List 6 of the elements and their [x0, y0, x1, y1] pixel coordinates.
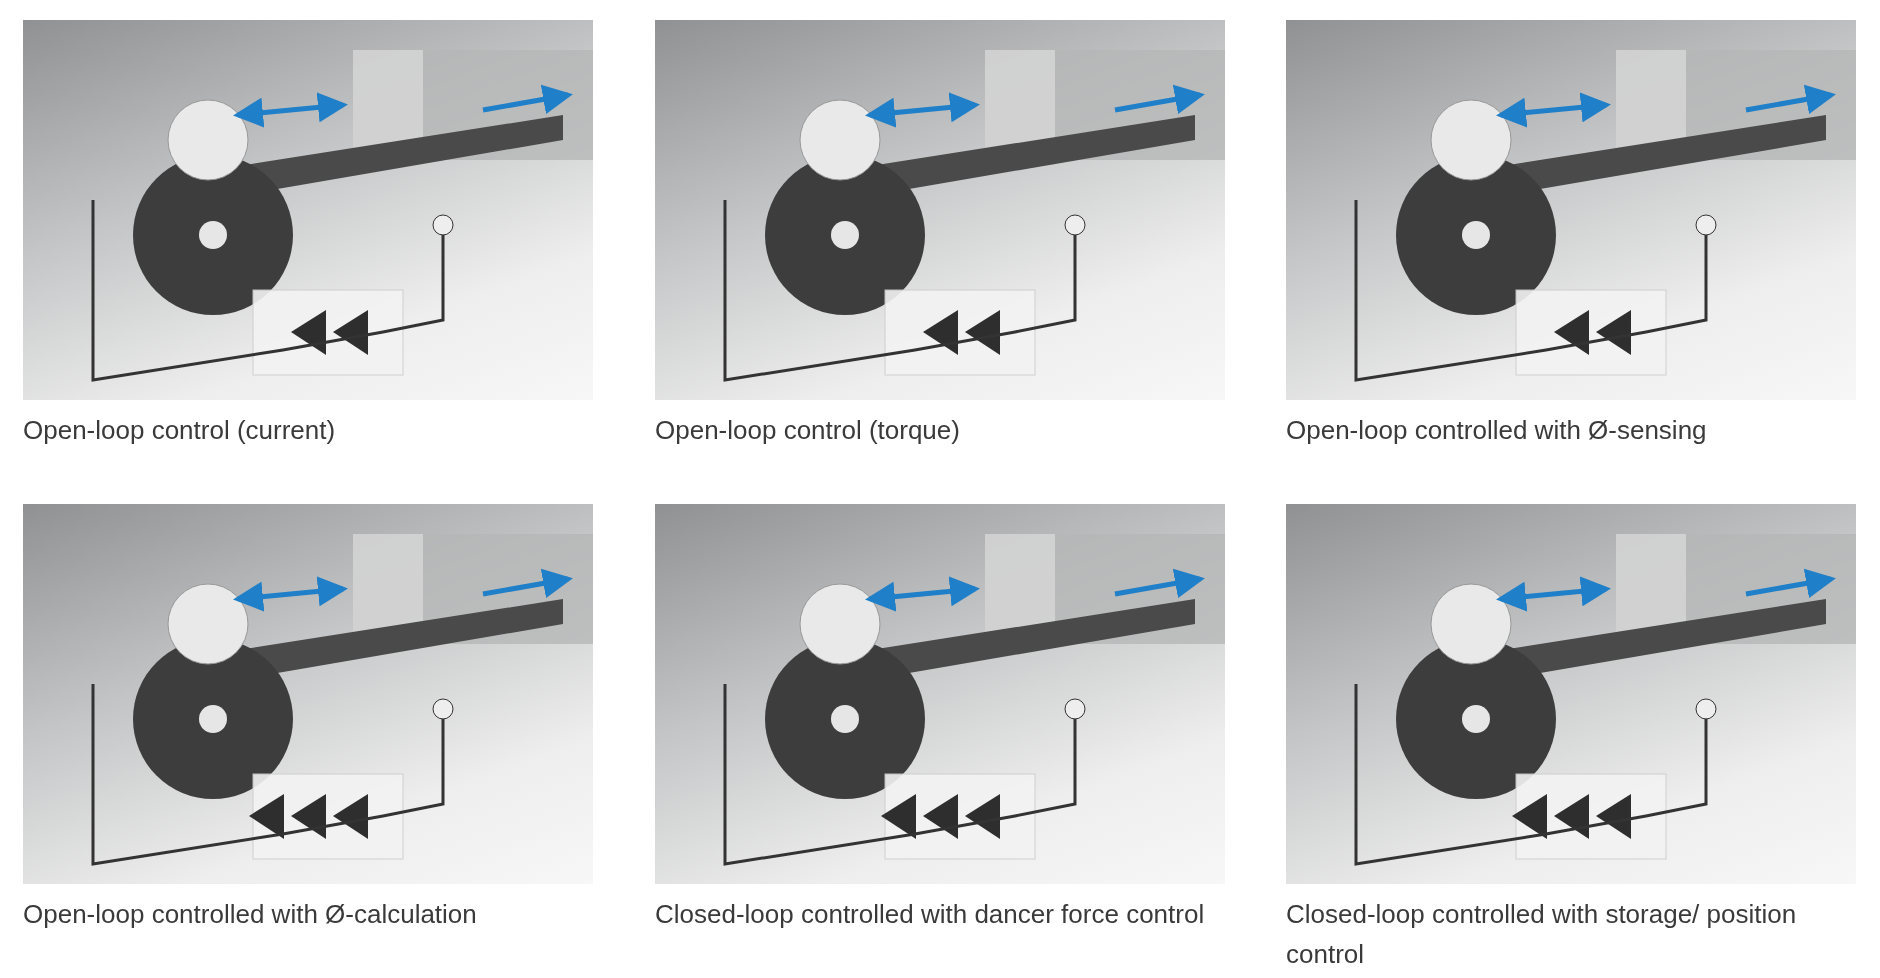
- caption: Closed-loop controlled with storage/ position control: [1286, 898, 1798, 971]
- caption: Open-loop controlled with Ø-calculation: [23, 898, 478, 931]
- caption: Open-loop controlled with Ø-sensing: [1286, 414, 1708, 447]
- caption: Open-loop control (torque): [655, 414, 961, 447]
- caption: Closed-loop controlled with dancer force control: [655, 898, 1206, 931]
- caption: Open-loop control (current): [23, 414, 337, 447]
